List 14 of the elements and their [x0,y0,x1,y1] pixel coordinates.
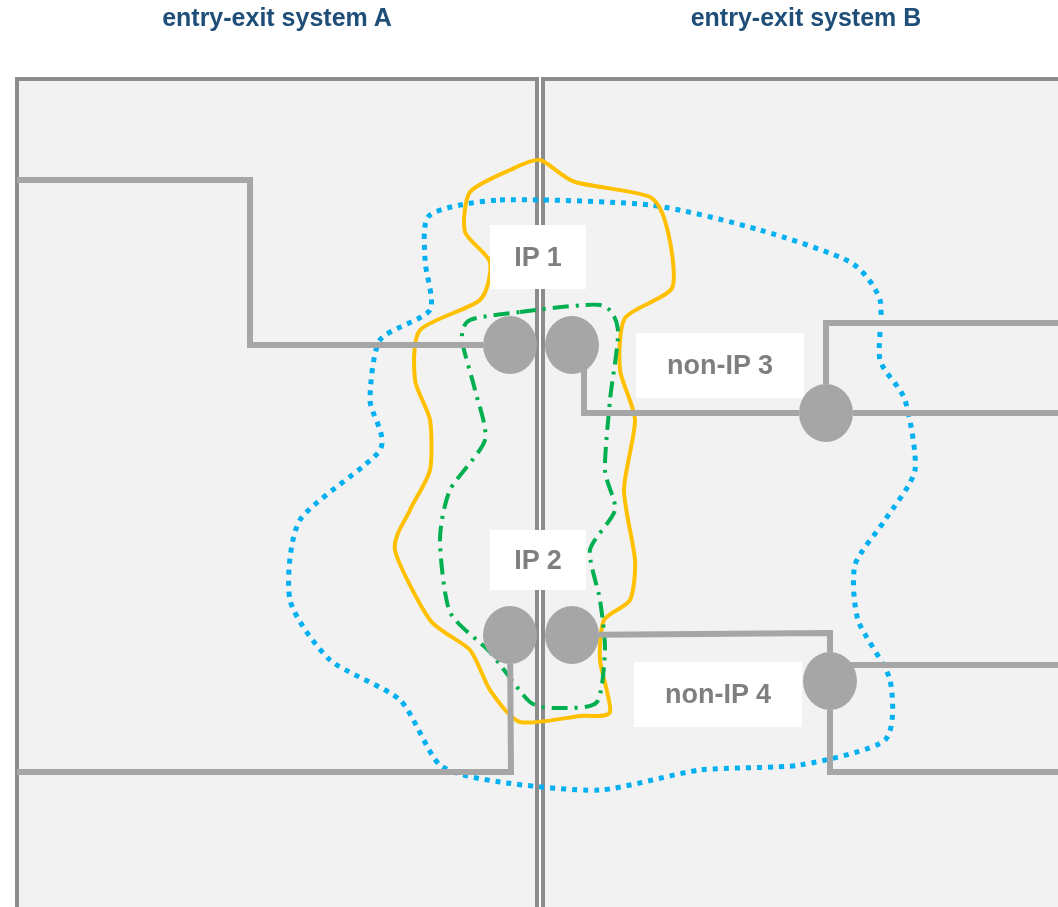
pipeline [17,177,483,348]
point-label: IP 2 [490,530,586,590]
point-label: non-IP 4 [634,662,802,727]
pipeline [827,710,1058,775]
point-label: IP 1 [490,225,586,289]
pipeline [853,410,1058,416]
point-marker [545,606,599,664]
pipeline [598,629,833,652]
pipeline [17,663,515,775]
pipeline [823,320,1058,384]
region-title: entry-exit system A [161,3,393,32]
point-label: non-IP 3 [636,333,804,398]
region-title: entry-exit system B [689,3,923,32]
point-marker [483,316,537,374]
